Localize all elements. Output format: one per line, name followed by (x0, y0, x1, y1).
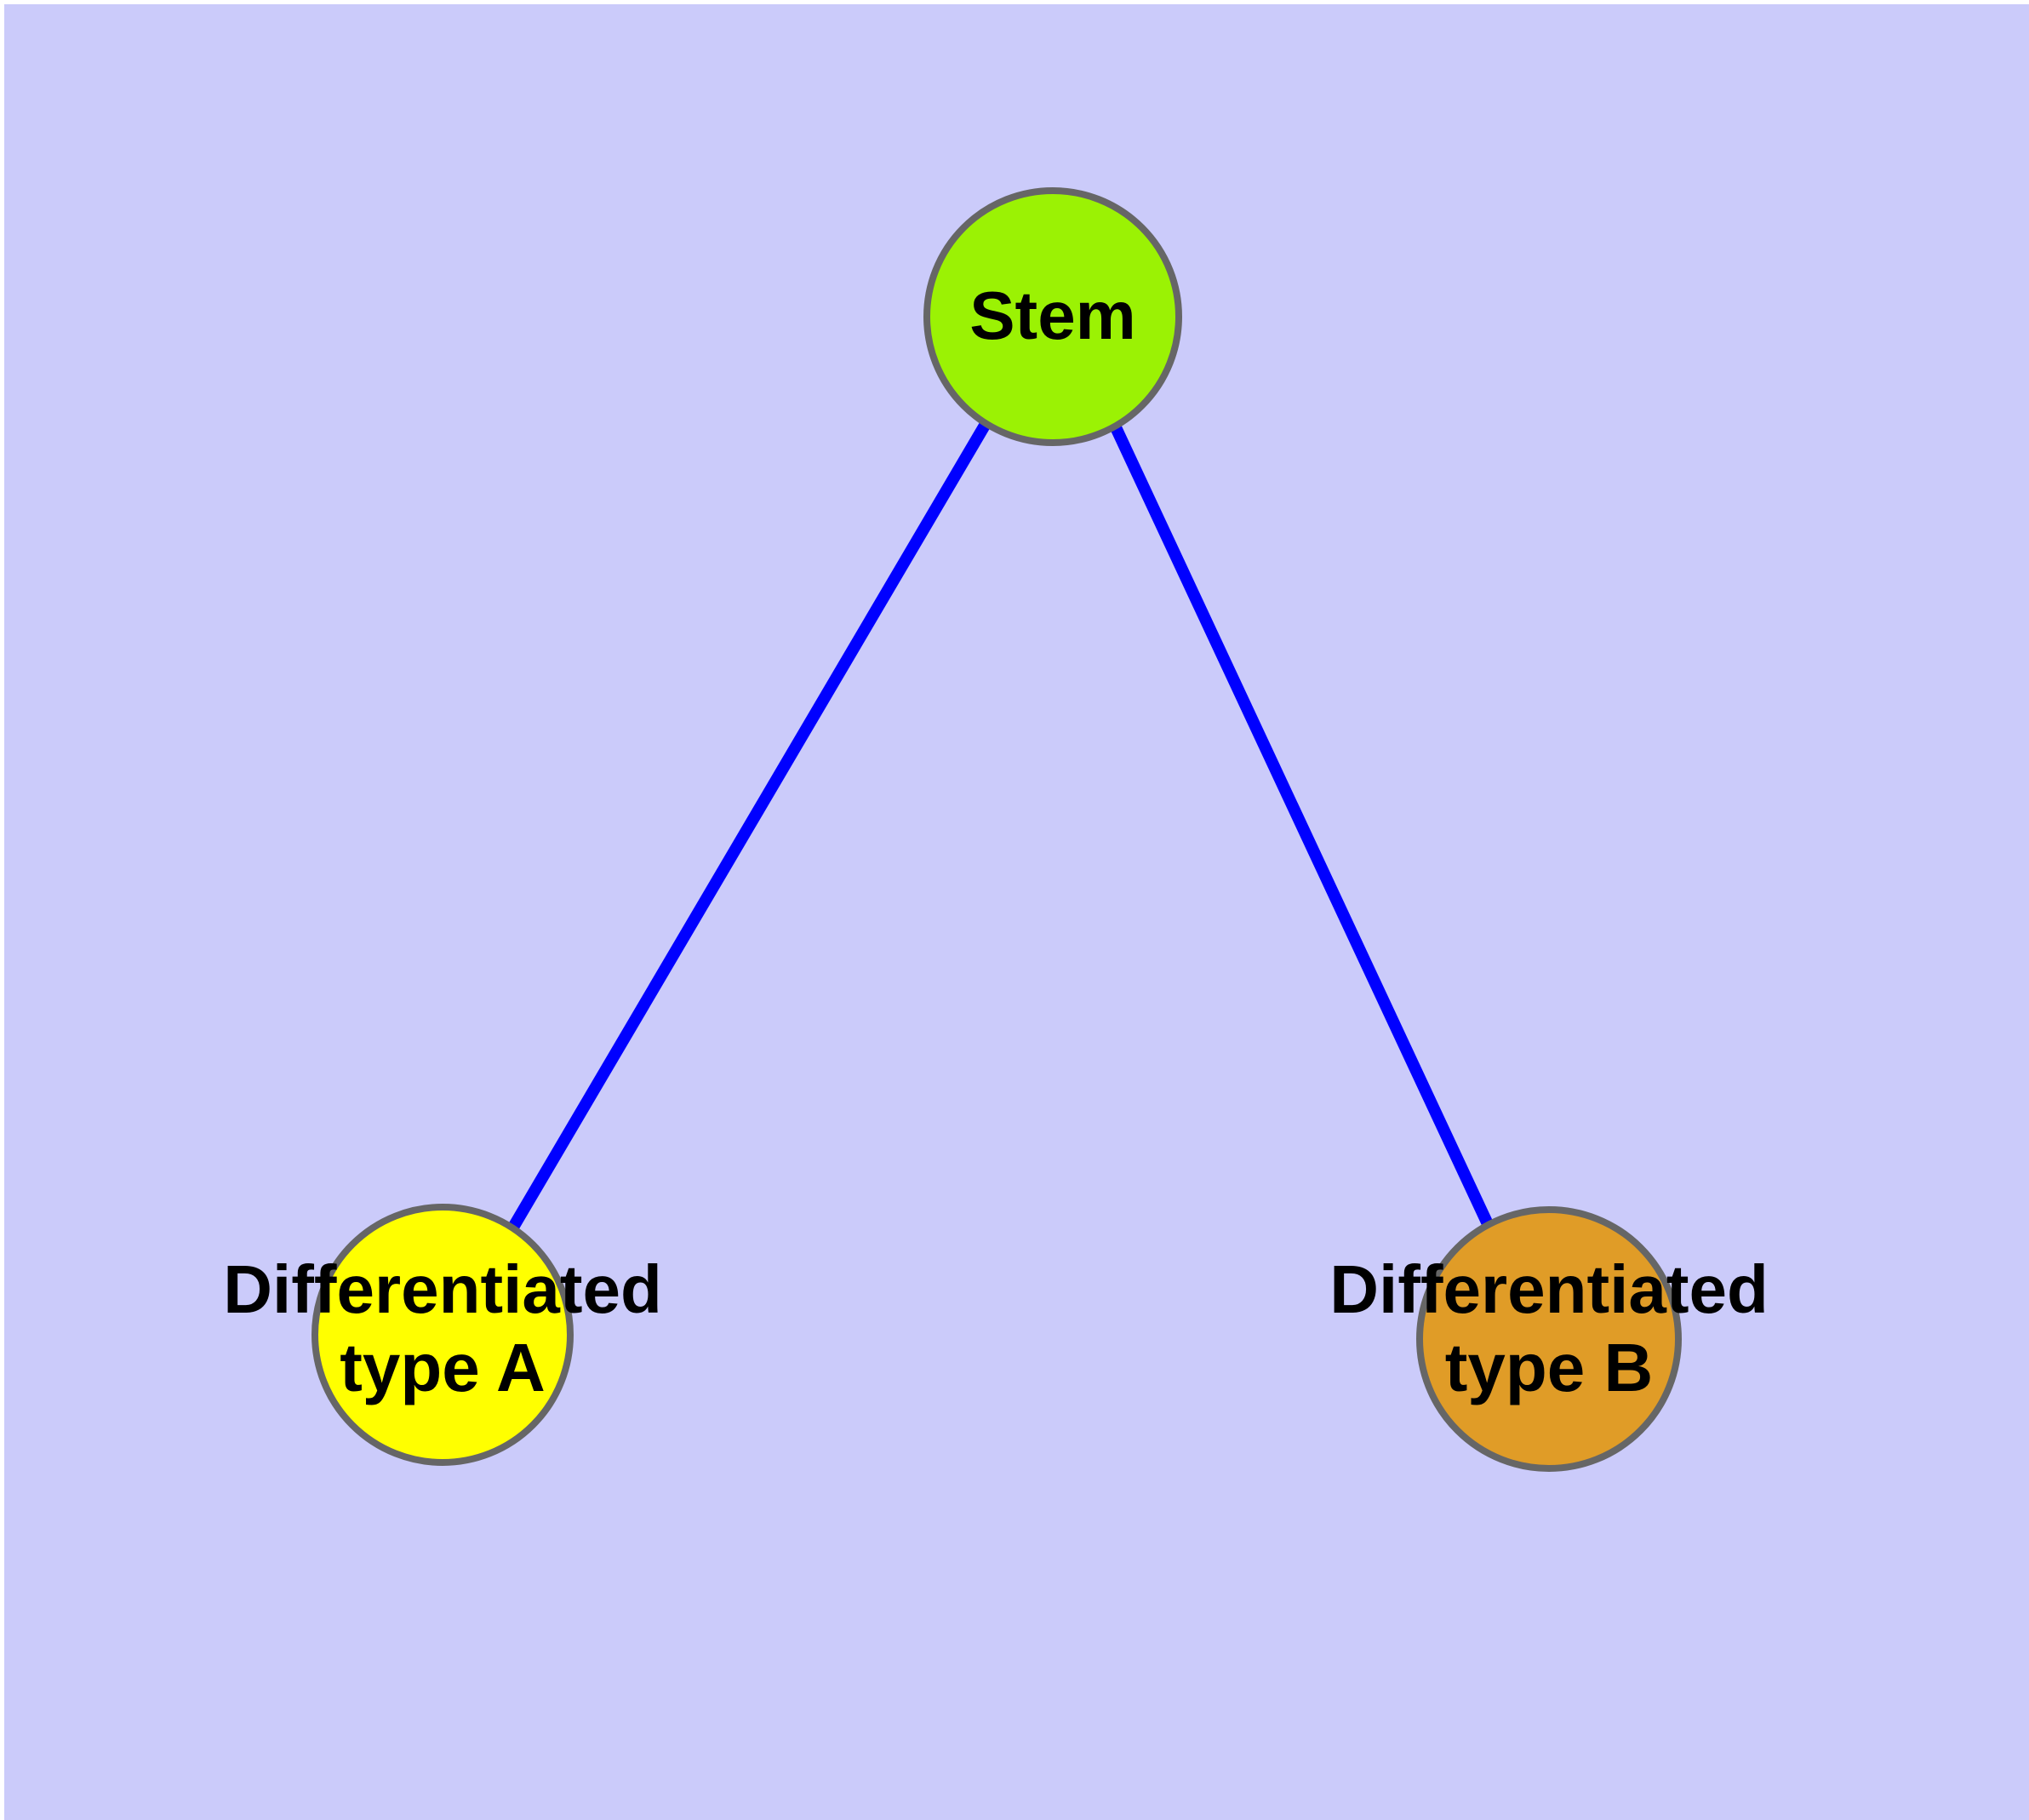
node-differentiated-type-b[interactable]: Differentiated type B (1329, 1206, 1769, 1472)
node-differentiated-type-b-circle[interactable] (1416, 1206, 1682, 1472)
node-differentiated-type-a-label-line1: Differentiated (223, 1251, 662, 1327)
node-differentiated-type-b-label-line2: type B (1445, 1330, 1654, 1405)
node-differentiated-type-a-label-line2: type A (340, 1330, 546, 1405)
node-differentiated-type-a-circle[interactable] (311, 1204, 574, 1466)
edges-layer (508, 421, 1495, 1229)
node-stem-circle[interactable] (923, 187, 1182, 446)
node-differentiated-type-a[interactable]: Differentiated type A (223, 1204, 662, 1466)
edge-stem-to-diff-b[interactable] (1109, 423, 1495, 1228)
node-stem-label-line1: Stem (969, 278, 1136, 353)
nodes-layer: Stem Differentiated type A Differentiate… (223, 187, 1769, 1472)
node-stem[interactable]: Stem (923, 187, 1182, 446)
node-differentiated-type-b-label-line1: Differentiated (1329, 1251, 1769, 1327)
edge-stem-to-diff-a[interactable] (508, 421, 992, 1229)
